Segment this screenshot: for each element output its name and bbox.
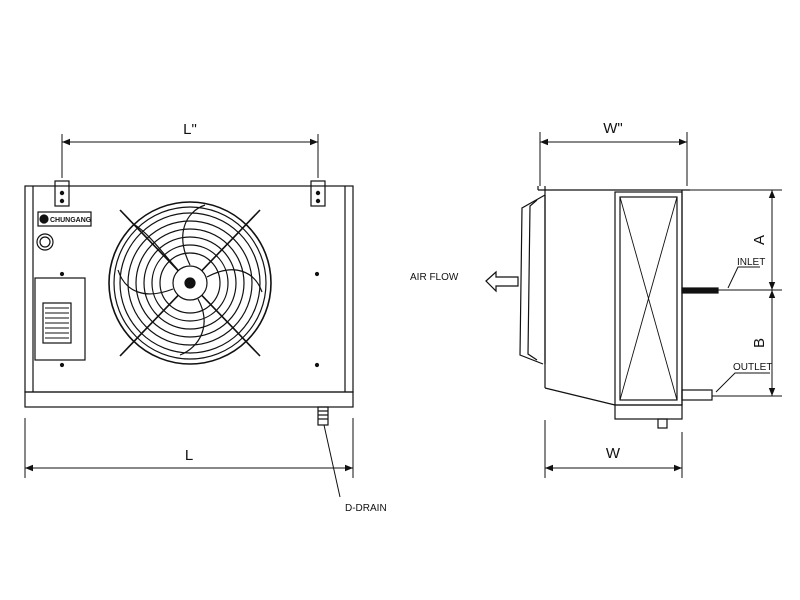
label-drain: D-DRAIN (345, 503, 387, 514)
brand-badge (37, 211, 92, 227)
fan-assembly (108, 201, 272, 365)
control-box (34, 277, 86, 361)
label-a: A (751, 235, 768, 245)
fan-guard-profile (519, 194, 546, 365)
outlet-leader (715, 372, 770, 393)
label-inlet: INLET (737, 257, 765, 268)
front-view (24, 180, 354, 498)
drain-pan (24, 391, 354, 408)
label-w-top: W" (603, 120, 622, 137)
indicator-knob (36, 233, 54, 251)
front-dimensions (24, 134, 354, 478)
outlet-pipe (681, 389, 713, 401)
drain-fitting (317, 406, 329, 426)
side-view (519, 186, 719, 429)
label-brand: CHUNGANG (50, 217, 92, 224)
label-w-bottom: W (606, 445, 621, 462)
inlet-leader (727, 266, 760, 289)
side-drain-pan (614, 404, 683, 420)
label-l-bottom: L (185, 447, 193, 464)
label-b: B (751, 338, 768, 348)
hanger-left (54, 180, 70, 207)
label-l-top: L" (183, 121, 197, 138)
brand-logo-icon (39, 214, 49, 224)
drain-leader-line (323, 424, 341, 498)
label-outlet: OUTLET (733, 362, 772, 373)
side-dimensions (539, 132, 782, 478)
hanger-right (310, 180, 326, 207)
airflow-arrow-icon (485, 270, 519, 293)
label-airflow: AIR FLOW (410, 272, 459, 283)
inlet-pipe (681, 287, 719, 294)
labels: L" L D-DRAIN CHUNGANG W" W A B INLET OUT… (50, 120, 772, 514)
terminal-block (42, 302, 72, 344)
